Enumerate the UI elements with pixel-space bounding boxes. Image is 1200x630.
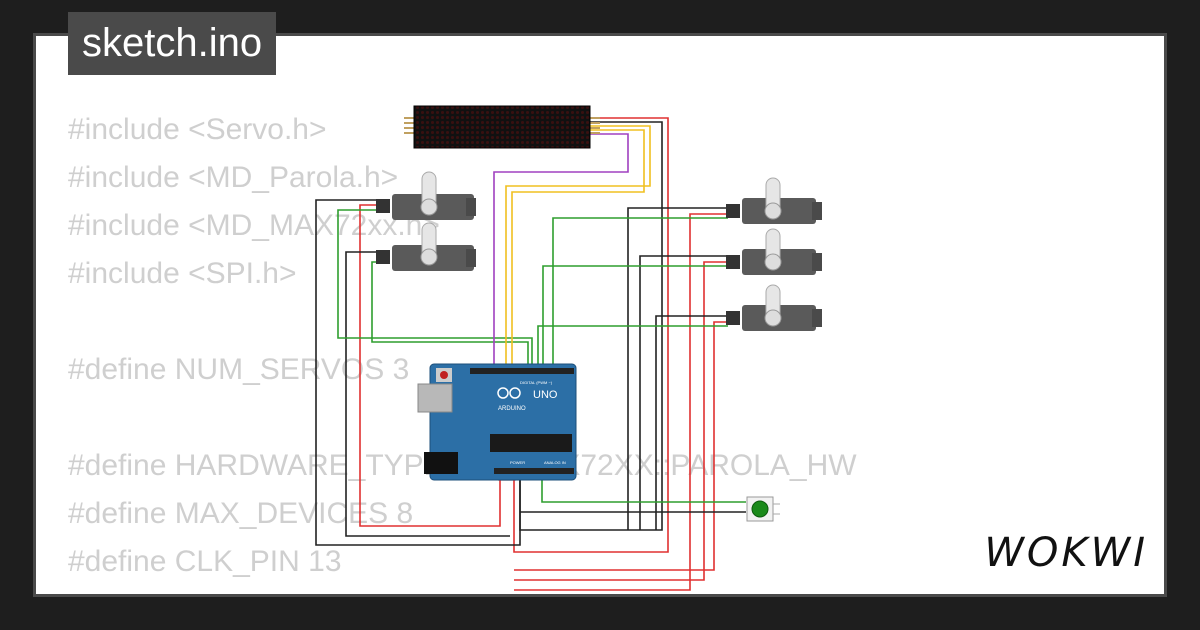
code-line: #include <Servo.h> — [68, 113, 327, 146]
code-line: #include <SPI.h> — [68, 257, 297, 290]
wire-red — [514, 213, 728, 591]
reset-button[interactable] — [440, 371, 448, 379]
wire-red — [359, 204, 501, 527]
servo-motor[interactable] — [376, 171, 476, 220]
wire-green — [552, 217, 728, 368]
power-header-label: POWER — [510, 460, 525, 465]
board-brand: ARDUINO — [498, 406, 526, 412]
wire-green — [337, 209, 533, 368]
wire-black — [627, 207, 728, 530]
analog-header-label: ANALOG IN — [544, 460, 566, 465]
board-model: UNO — [533, 389, 558, 401]
wire-yellow — [511, 129, 645, 368]
power-jack — [424, 452, 458, 474]
code-line: #include <MD_Parola.h> — [68, 161, 399, 194]
wire-red — [513, 117, 669, 553]
wire-black — [315, 199, 521, 546]
wire-black — [655, 315, 728, 530]
servo-motor[interactable] — [726, 177, 822, 224]
code-line: #define DATA_PIN 11 — [68, 586, 857, 594]
wire-black — [639, 255, 728, 530]
wire-red — [514, 261, 728, 581]
usb-port — [417, 383, 453, 413]
wire-green — [537, 325, 728, 368]
wire-purple — [493, 133, 629, 368]
wires — [315, 117, 746, 591]
wire-green — [542, 265, 728, 368]
code-line: #define CLK_PIN 13 — [68, 545, 342, 578]
servo-motor[interactable] — [726, 228, 822, 275]
led-matrix-display[interactable] — [404, 105, 600, 149]
wokwi-logo: WOKWI — [984, 530, 1148, 576]
wire-yellow — [505, 125, 651, 368]
digital-header-label: DIGITAL (PWM ~) — [520, 380, 553, 385]
servo-motor[interactable] — [376, 222, 476, 271]
microcontroller-chip — [490, 434, 572, 452]
servo-motor[interactable] — [726, 284, 822, 331]
file-name-tab[interactable]: sketch.ino — [68, 12, 277, 75]
wire-red — [514, 321, 728, 571]
push-button[interactable] — [746, 496, 780, 522]
code-line: #define MAX_DEVICES 8 — [68, 497, 414, 530]
wire-green — [541, 470, 746, 503]
code-line: #define NUM_SERVOS 3 — [68, 353, 410, 386]
wire-black — [345, 251, 510, 537]
code-background: #include <Servo.h> #include <MD_Parola.h>… — [68, 106, 857, 594]
wire-green — [371, 261, 529, 368]
arduino-uno-board[interactable]: ARDUINO UNO DIGITAL (PWM ~) POWER ANALOG… — [417, 363, 577, 481]
